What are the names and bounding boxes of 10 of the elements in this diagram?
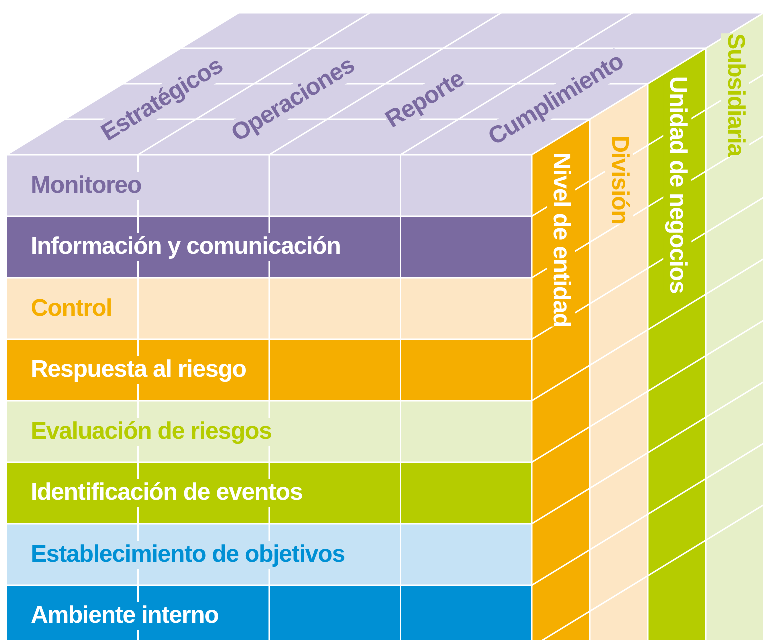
component-label: Evaluación de riesgos — [31, 418, 272, 446]
component-label: Monitoreo — [31, 172, 142, 200]
component-label: Respuesta al riesgo — [31, 356, 246, 384]
component-label: Establecimiento de objetivos — [31, 540, 345, 569]
component-label: Información y comunicación — [31, 233, 341, 262]
component-label: Identificación de eventos — [31, 479, 303, 508]
level-label: Subsidiaria — [720, 34, 749, 156]
level-label: Nivel de entidad — [547, 152, 576, 328]
level-label: Unidad de negocios — [663, 76, 692, 294]
component-label: Ambiente interno — [31, 602, 219, 630]
